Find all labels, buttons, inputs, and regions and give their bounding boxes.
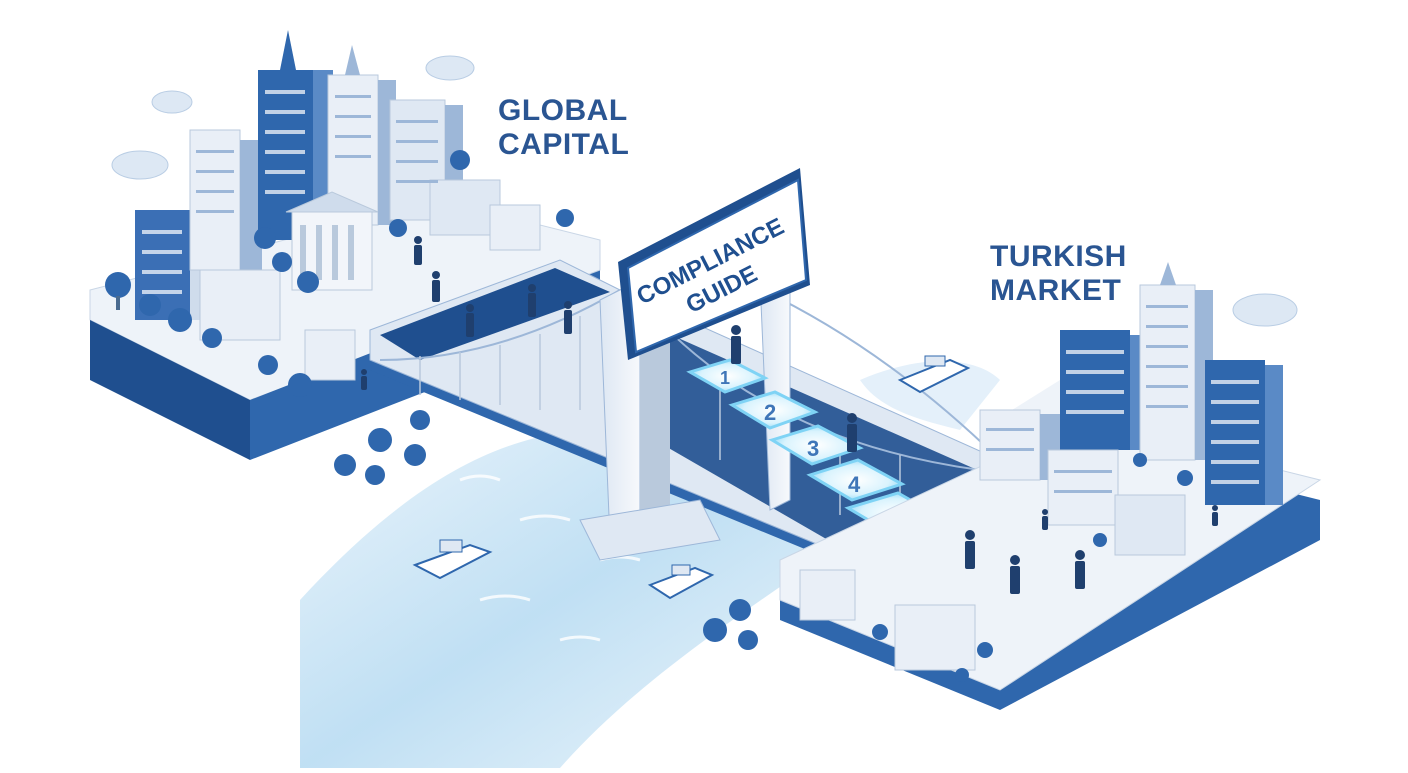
boat-right [897,355,971,394]
boats [412,355,971,600]
global-capital-label: GLOBAL CAPITAL [498,94,629,162]
right-trees [703,453,1193,682]
business-people [361,236,1218,594]
step-1: 1 [686,358,769,394]
right-skyline [799,262,1283,671]
svg-text:1: 1 [720,368,730,388]
step-2: 2 [728,390,819,430]
step-3: 3 [768,424,864,466]
compliance-guide-sign: COMPLIANCE GUIDE [618,168,810,360]
step-4: 4 [806,458,906,502]
boat-center [647,564,715,600]
svg-text:3: 3 [807,436,819,461]
turkish-market-label: TURKISH MARKET [990,240,1127,308]
left-trees [105,150,574,485]
global-capital-line-1: GLOBAL [498,94,628,127]
global-capital-line-2: CAPITAL [498,128,630,161]
river-far [860,361,1000,430]
svg-text:4: 4 [848,472,861,497]
turkish-market-line-1: TURKISH [990,240,1127,273]
turkish-market-line-2: MARKET [990,274,1122,307]
boat-left [412,539,493,580]
svg-text:2: 2 [764,400,776,425]
global-capital-island [89,199,601,460]
clouds [111,55,1298,327]
